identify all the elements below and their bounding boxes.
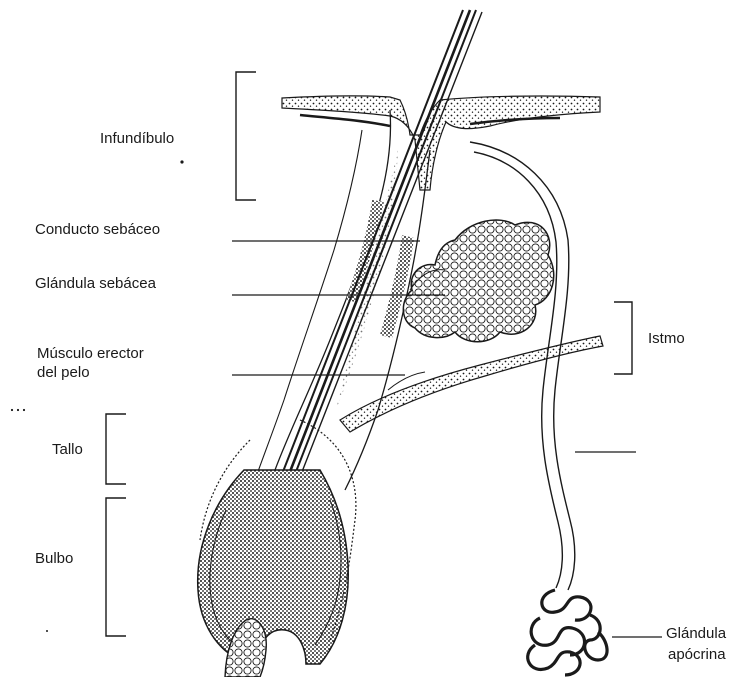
istmo-bracket [614,302,632,374]
label-glandula-sebacea: Glándula sebácea [35,274,156,293]
label-musculo-line2: del pelo [37,363,90,382]
label-tallo: Tallo [52,440,83,459]
label-musculo-line1: Músculo erector [37,344,144,363]
label-infundibulo: Infundíbulo [100,129,174,148]
label-istmo: Istmo [648,329,685,348]
arrector-pili-muscle [340,336,603,432]
sebaceous-gland [403,220,553,342]
tallo-bracket [106,414,126,484]
infundibulo-bracket [236,72,256,200]
label-conducto-sebaceo: Conducto sebáceo [35,220,160,239]
label-bulbo: Bulbo [35,549,73,568]
label-glandula-apocrina-line2: apócrina [668,645,726,664]
skin-surface [282,96,600,190]
bulbo-bracket [106,498,126,636]
label-glandula-apocrina-line1: Glándula [666,624,726,643]
hair-bulb [198,420,356,677]
